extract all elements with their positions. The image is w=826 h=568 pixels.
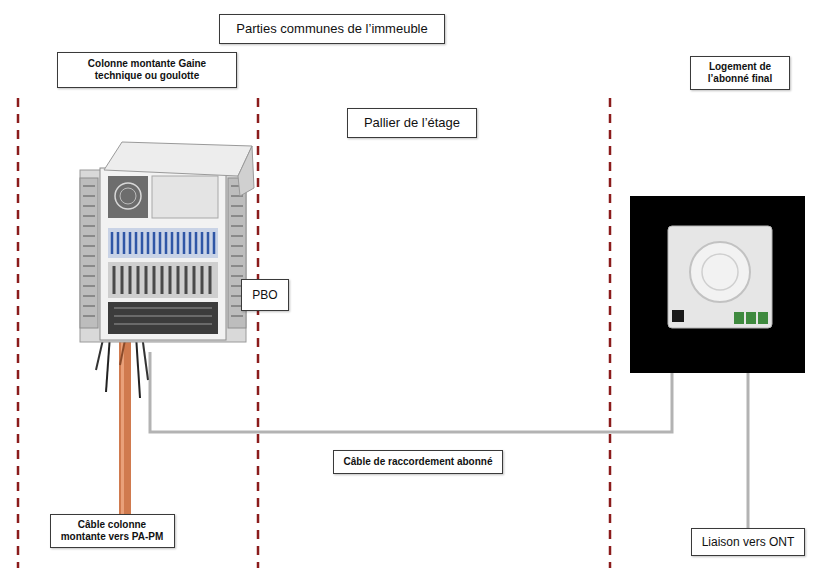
zone-separator [609, 98, 612, 568]
outlet-fiber-tray [690, 242, 750, 302]
drop-cable [136, 335, 140, 398]
box-label: Logement de l’abonné final [697, 61, 783, 85]
cable-ties [114, 308, 212, 324]
pbo-clip-teeth [83, 186, 95, 316]
cable-label-box: Câble colonne montante vers PA-PM [50, 514, 175, 548]
outlet-port [672, 310, 684, 322]
box-label: Parties communes de l’immeuble [236, 21, 427, 37]
box-label: PBO [252, 288, 277, 302]
outlet-terminal [746, 312, 756, 324]
outlet-photo-background [630, 196, 805, 373]
subscriber-cable [150, 352, 672, 432]
pbo-lid [104, 142, 252, 176]
outlet-terminal [734, 312, 744, 324]
pbo-lid-side [238, 146, 254, 196]
ont-link [747, 373, 750, 528]
cable-label-box: Câble de raccordement abonné [333, 450, 504, 474]
zone-label-box: Pallier de l’étage [347, 108, 477, 138]
outlet-fiber-loop [702, 254, 738, 290]
connector-row [114, 266, 210, 294]
splice-tray [108, 176, 148, 218]
zone-separator [257, 98, 260, 568]
fiber-connectors [112, 232, 214, 254]
box-label: Colonne montante Gaine technique ou goul… [66, 58, 228, 82]
cable-entry [108, 302, 218, 334]
optical-outlet [668, 226, 772, 328]
equipment-label-box: PBO [241, 279, 288, 311]
box-label: Câble de raccordement abonné [344, 456, 493, 468]
riser-cable [119, 330, 131, 520]
zone-title-box: Parties communes de l’immeuble [219, 14, 444, 44]
box-label: Câble colonne montante vers PA-PM [57, 519, 168, 543]
pbo-body [100, 168, 226, 340]
connector-block [108, 262, 218, 298]
box-label: Pallier de l’étage [364, 115, 460, 131]
zone-label-box: Logement de l’abonné final [690, 56, 790, 90]
fiber-loop [120, 188, 136, 204]
box-label: Liaison vers ONT [702, 535, 795, 549]
pbo-cover-area [152, 176, 218, 218]
drop-cable [106, 335, 110, 392]
outlet-terminal [758, 312, 768, 324]
pbo-clip-strip [80, 178, 98, 328]
fiber-loop [115, 183, 141, 209]
link-label-box: Liaison vers ONT [691, 528, 806, 556]
fiber-cassette [108, 228, 218, 258]
zone-label-box: Colonne montante Gaine technique ou goul… [57, 52, 237, 88]
zone-separator [17, 98, 20, 568]
